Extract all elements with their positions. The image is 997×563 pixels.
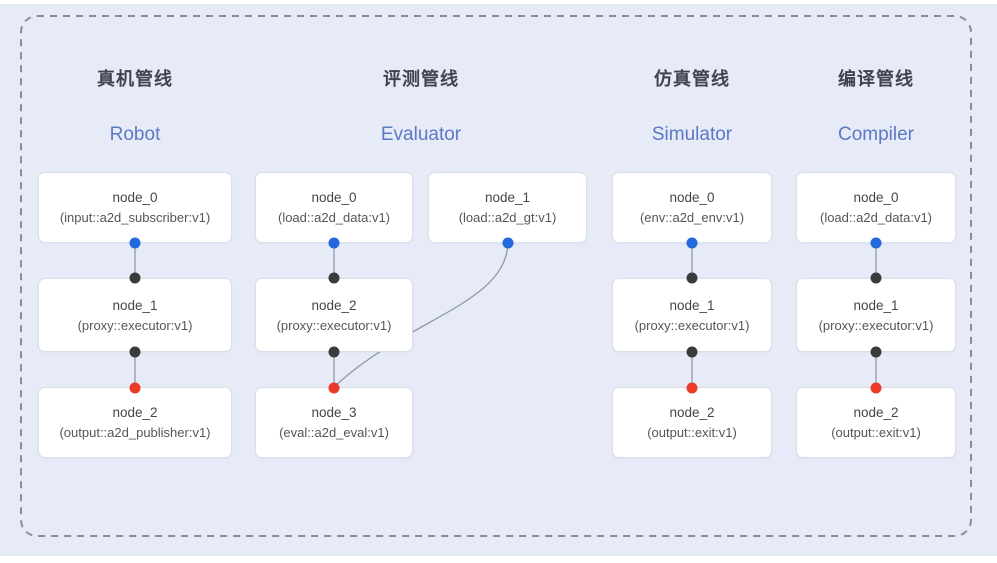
node-title: node_1 (112, 297, 158, 313)
sink-port-dot (129, 382, 141, 394)
proxy-port-dot (328, 272, 340, 284)
node-evaluator-3: node_3 (eval::a2d_eval:v1) (255, 387, 413, 458)
node-plugin: (input::a2d_subscriber:v1) (59, 210, 211, 225)
top-white-strip (0, 0, 997, 4)
node-evaluator-1: node_1 (load::a2d_gt:v1) (428, 172, 587, 243)
node-title: node_2 (112, 405, 158, 420)
node-plugin: (proxy::executor:v1) (818, 317, 934, 333)
node-simulator-1: node_1 (proxy::executor:v1) (612, 278, 772, 352)
node-title: node_1 (669, 297, 715, 313)
source-port-dot (328, 237, 340, 249)
node-title: node_3 (311, 405, 357, 420)
node-evaluator-2: node_2 (proxy::executor:v1) (255, 278, 413, 352)
node-simulator-2: node_2 (output::exit:v1) (612, 387, 772, 458)
proxy-port-dot (328, 346, 340, 358)
pipeline-title-en-robot: Robot (109, 124, 161, 145)
node-plugin: (env::a2d_env:v1) (639, 210, 745, 225)
pipeline-title-en-compiler: Compiler (837, 124, 915, 145)
node-compiler-1: node_1 (proxy::executor:v1) (796, 278, 956, 352)
node-evaluator-0: node_0 (load::a2d_data:v1) (255, 172, 413, 243)
source-port-dot (129, 237, 141, 249)
sink-port-dot (870, 382, 882, 394)
node-plugin: (load::a2d_data:v1) (819, 210, 933, 225)
node-title: node_2 (853, 405, 899, 420)
node-plugin: (output::exit:v1) (647, 425, 737, 440)
proxy-port-dot (129, 346, 141, 358)
pipeline-title-en-simulator: Simulator (651, 124, 733, 145)
node-plugin: (load::a2d_gt:v1) (458, 210, 557, 225)
node-robot-1: node_1 (proxy::executor:v1) (38, 278, 232, 352)
proxy-port-dot (686, 346, 698, 358)
source-port-dot (686, 237, 698, 249)
node-compiler-2: node_2 (output::exit:v1) (796, 387, 956, 458)
node-plugin: (load::a2d_data:v1) (277, 210, 391, 225)
node-simulator-0: node_0 (env::a2d_env:v1) (612, 172, 772, 243)
pipeline-title-zh-evaluator: 评测管线 (383, 69, 459, 89)
node-plugin: (proxy::executor:v1) (77, 317, 193, 333)
node-title: node_0 (669, 190, 715, 205)
proxy-port-dot (870, 346, 882, 358)
dashed-frame-rect (20, 15, 972, 537)
node-compiler-0: node_0 (load::a2d_data:v1) (796, 172, 956, 243)
node-title: node_0 (853, 190, 899, 205)
bottom-white-strip (0, 556, 997, 563)
proxy-port-dot (686, 272, 698, 284)
sink-port-dot (328, 382, 340, 394)
node-title: node_0 (112, 190, 158, 205)
sink-port-dot (686, 382, 698, 394)
pipeline-title-zh-compiler: 编译管线 (838, 69, 914, 89)
proxy-port-dot (870, 272, 882, 284)
node-plugin: (proxy::executor:v1) (634, 317, 750, 333)
node-title: node_1 (853, 297, 899, 313)
source-port-dot (502, 237, 514, 249)
proxy-port-dot (129, 272, 141, 284)
node-plugin: (eval::a2d_eval:v1) (279, 425, 389, 440)
node-robot-0: node_0 (input::a2d_subscriber:v1) (38, 172, 232, 243)
node-robot-2: node_2 (output::a2d_publisher:v1) (38, 387, 232, 458)
pipeline-title-zh-robot: 真机管线 (97, 69, 173, 89)
node-title: node_0 (311, 190, 357, 205)
pipeline-title-zh-simulator: 仿真管线 (654, 69, 730, 89)
node-plugin: (output::exit:v1) (831, 425, 921, 440)
source-port-dot (870, 237, 882, 249)
node-plugin: (proxy::executor:v1) (276, 317, 392, 333)
pipeline-title-en-evaluator: Evaluator (380, 124, 462, 145)
node-title: node_2 (311, 297, 357, 313)
node-title: node_1 (484, 190, 531, 205)
node-title: node_2 (669, 405, 715, 420)
node-plugin: (output::a2d_publisher:v1) (59, 425, 211, 440)
